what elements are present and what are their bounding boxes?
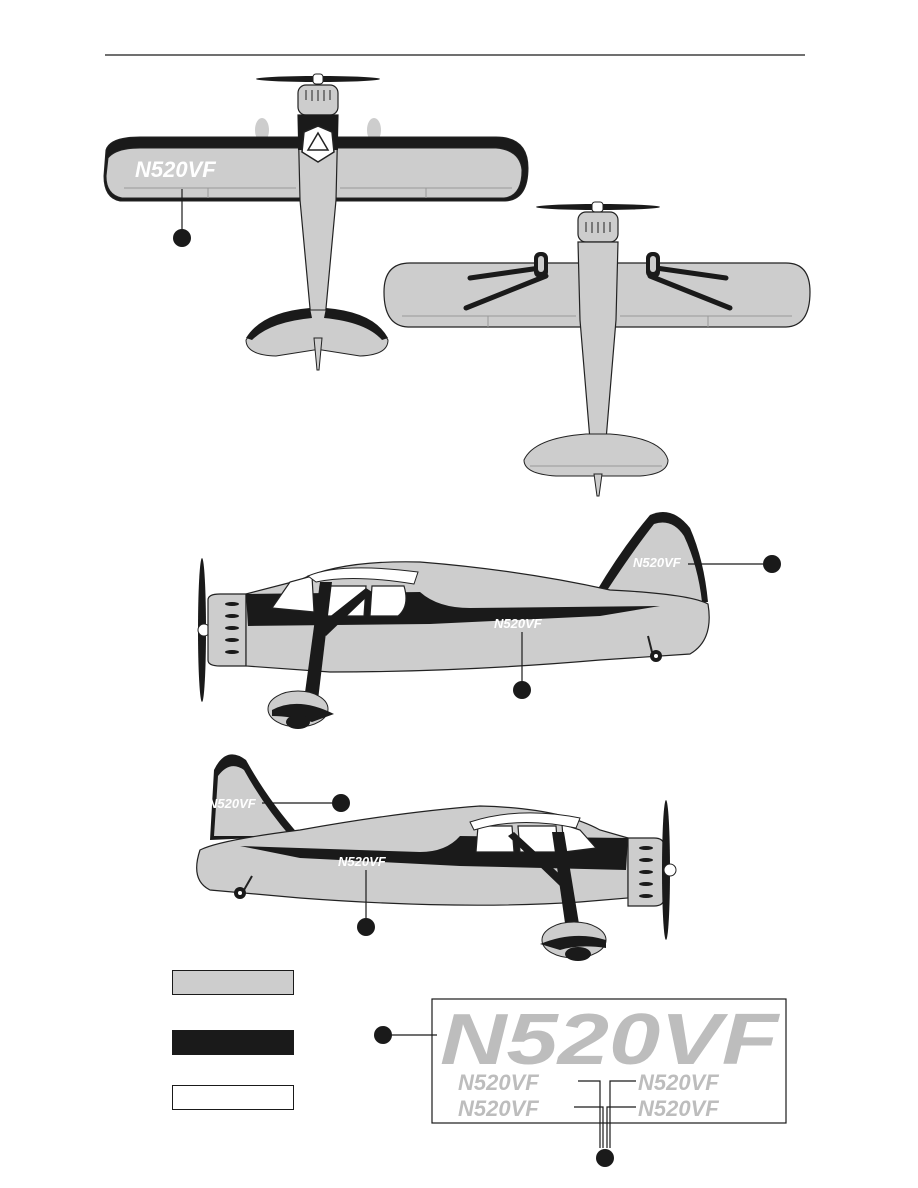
callout-fin-right: [332, 794, 350, 812]
decal-small-3: N520VF: [458, 1096, 539, 1121]
callout-decal-small: [596, 1149, 614, 1167]
right-side-view: N520VF N520VF: [196, 754, 677, 961]
left-side-view: N520VF N520VF: [197, 511, 781, 729]
top-view: N520VF: [103, 73, 529, 371]
swatch-white: [172, 1085, 294, 1110]
left-fin-registration: N520VF: [633, 555, 682, 570]
bottom-view: [383, 201, 811, 497]
swatch-gray: [172, 970, 294, 995]
left-fuselage-registration: N520VF: [494, 616, 543, 631]
callout-fuselage-left: [513, 681, 531, 699]
decal-large: N520VF: [440, 1000, 781, 1080]
right-fin-registration: N520VF: [208, 796, 257, 811]
decal-small-2: N520VF: [638, 1070, 719, 1095]
callout-top-wing: [173, 229, 191, 247]
swatch-black: [172, 1030, 294, 1055]
callout-fin-left: [763, 555, 781, 573]
callout-fuselage-right: [357, 918, 375, 936]
callout-decal-large: [374, 1026, 392, 1044]
top-wing-registration: N520VF: [135, 157, 216, 182]
decal-small-1: N520VF: [458, 1070, 539, 1095]
decal-sheet: N520VF N520VF N520VF N520VF N520VF: [374, 998, 787, 1167]
right-fuselage-registration: N520VF: [338, 854, 387, 869]
decal-small-4: N520VF: [638, 1096, 719, 1121]
